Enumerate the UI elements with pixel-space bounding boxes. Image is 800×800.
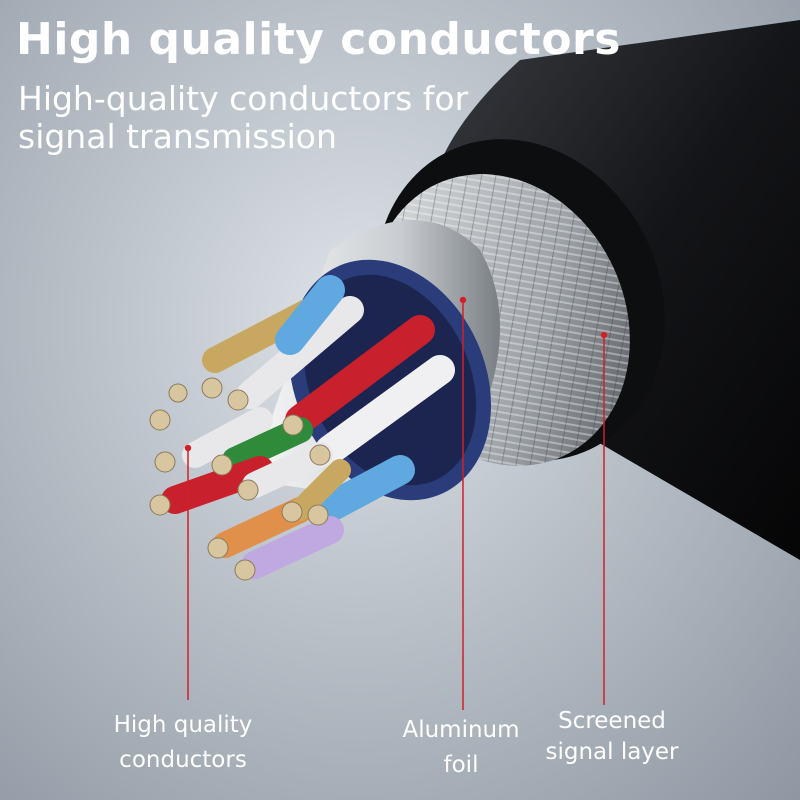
callout-aluminum-foil: Aluminum foil: [391, 713, 531, 783]
callout-lines: [184, 296, 608, 710]
page-title: High quality conductors: [16, 14, 621, 65]
callout-foil-line1: Aluminum: [402, 717, 520, 743]
callout-conductors-line2: conductors: [119, 747, 247, 773]
callout-screened-line1: Screened: [558, 708, 666, 734]
callout-screened-layer: Screened signal layer: [537, 706, 687, 768]
conductor-wires: [161, 275, 455, 579]
page-subtitle: High-quality conductors for signal trans…: [18, 79, 469, 156]
callout-screened-line2: signal layer: [545, 739, 679, 765]
callout-conductors: High quality conductors: [98, 708, 268, 778]
callout-conductors-line1: High quality: [113, 712, 253, 738]
callout-foil-line2: foil: [443, 752, 479, 778]
